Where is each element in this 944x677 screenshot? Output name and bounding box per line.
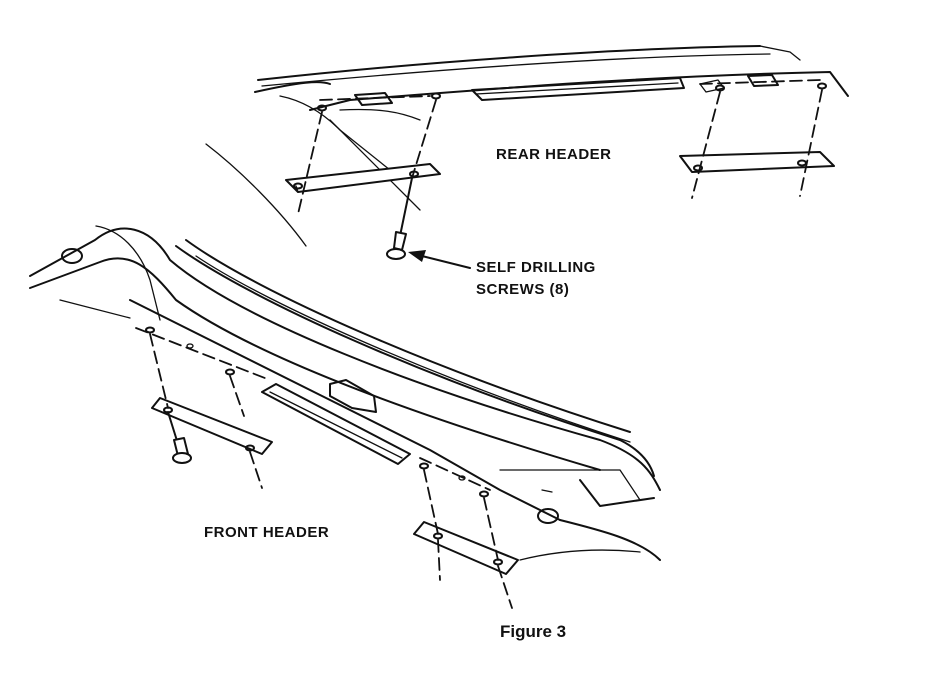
pointer-arrow xyxy=(408,250,471,269)
screw-icon xyxy=(172,437,192,464)
rear-right-bracket xyxy=(679,151,835,173)
rear-screw-paths xyxy=(297,89,823,237)
self-drilling-label-line1: SELF DRILLING xyxy=(476,259,596,276)
front-header-panel xyxy=(29,225,661,561)
front-header-label: FRONT HEADER xyxy=(204,524,330,541)
rear-header-panel xyxy=(205,45,849,247)
screw-icon xyxy=(386,231,407,260)
figure-caption: Figure 3 xyxy=(500,622,567,641)
front-right-bracket xyxy=(413,521,519,575)
front-screw-paths xyxy=(149,333,513,609)
rear-header-label: REAR HEADER xyxy=(496,146,612,163)
front-left-bracket xyxy=(151,397,273,455)
self-drilling-label-line2: SCREWS (8) xyxy=(476,281,570,298)
